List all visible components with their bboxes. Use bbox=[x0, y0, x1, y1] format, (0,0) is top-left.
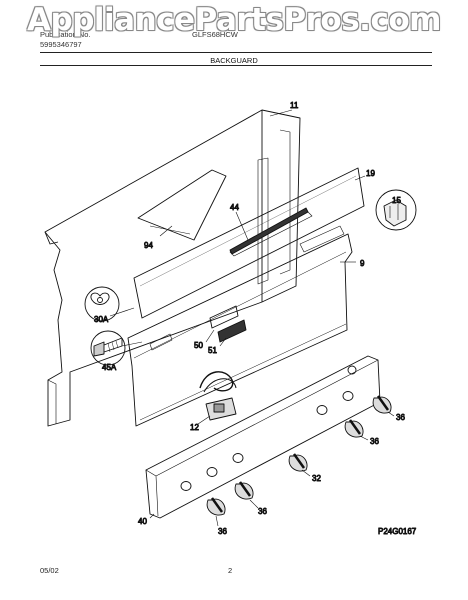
part-label-51: 51 bbox=[208, 346, 217, 355]
part-label-32: 32 bbox=[312, 474, 321, 483]
section-title: BACKGUARD bbox=[210, 56, 258, 65]
clip-50 bbox=[209, 305, 239, 329]
leader-lines bbox=[109, 109, 395, 527]
control-panel bbox=[127, 225, 353, 427]
knob-1 bbox=[372, 395, 392, 414]
part-label-9: 9 bbox=[360, 259, 365, 268]
part-label-40: 40 bbox=[138, 517, 147, 526]
publication-label: Publication No. bbox=[40, 30, 91, 39]
part-label-15: 15 bbox=[392, 196, 401, 205]
part-label-36-d: 36 bbox=[218, 527, 227, 536]
backguard-panel bbox=[44, 109, 301, 427]
knob-2 bbox=[344, 419, 364, 438]
insulation-pad bbox=[137, 169, 227, 241]
trim-strip bbox=[229, 207, 309, 255]
watermark-logo: AppliancePartsPros.com bbox=[27, 2, 441, 38]
part-label-45a: 45A bbox=[102, 363, 117, 372]
section-rule bbox=[40, 65, 432, 66]
wing-nut-part bbox=[84, 286, 120, 322]
part-label-11: 11 bbox=[290, 101, 299, 110]
clip-51 bbox=[217, 319, 247, 343]
part-label-30a: 30A bbox=[94, 315, 109, 324]
header-rule bbox=[40, 52, 432, 53]
screw-part bbox=[90, 330, 126, 366]
knob-3 bbox=[288, 453, 308, 472]
timer-assembly bbox=[199, 371, 237, 421]
knob-4 bbox=[234, 481, 254, 500]
footer-date: 05/02 bbox=[40, 566, 59, 575]
part-label-44: 44 bbox=[230, 203, 239, 212]
model-number: GLFS68HCW bbox=[192, 30, 238, 39]
part-label-50: 50 bbox=[194, 341, 203, 350]
part-label-36-c: 36 bbox=[258, 507, 267, 516]
knob-rail bbox=[145, 355, 381, 519]
part-label-36-a: 36 bbox=[396, 413, 405, 422]
clip-part bbox=[375, 189, 417, 231]
part-label-19: 19 bbox=[366, 169, 375, 178]
part-label-12: 12 bbox=[190, 423, 199, 432]
knob-5 bbox=[206, 497, 226, 516]
publication-number: 5995346797 bbox=[40, 40, 82, 49]
part-label-94: 94 bbox=[144, 241, 153, 250]
part-label-36-b: 36 bbox=[370, 437, 379, 446]
footer-page-number: 2 bbox=[228, 566, 233, 575]
drawing-code: P24G0167 bbox=[378, 527, 417, 536]
